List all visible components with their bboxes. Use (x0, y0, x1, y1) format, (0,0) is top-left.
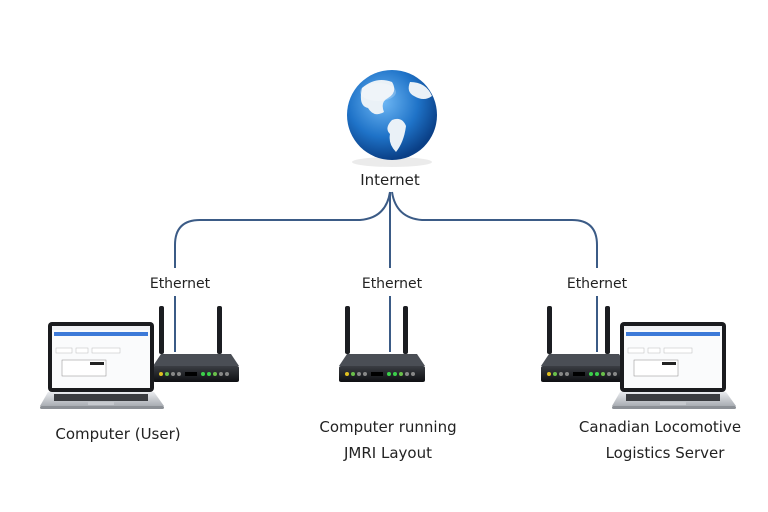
internet-label: Internet (360, 171, 420, 189)
router-left-icon (153, 306, 239, 382)
ethernet-label-left: Ethernet (150, 276, 211, 292)
router-right-icon (541, 306, 627, 382)
ethernet-label-middle: Ethernet (362, 276, 423, 292)
router-middle-icon (339, 306, 425, 382)
node-label-server-line2: Logistics Server (606, 444, 726, 462)
node-label-user: Computer (User) (55, 425, 180, 443)
laptop-server-icon (611, 321, 737, 410)
node-label-jmri-line1: Computer running (319, 418, 456, 436)
ethernet-cables (174, 191, 598, 352)
node-label-server-line1: Canadian Locomotive (579, 418, 741, 436)
node-label-jmri-line2: JMRI Layout (343, 444, 432, 462)
globe-icon (347, 70, 437, 167)
ethernet-label-right: Ethernet (567, 276, 628, 292)
cable-right (391, 191, 598, 268)
laptop-user-icon (39, 321, 165, 410)
cable-left (174, 191, 391, 268)
